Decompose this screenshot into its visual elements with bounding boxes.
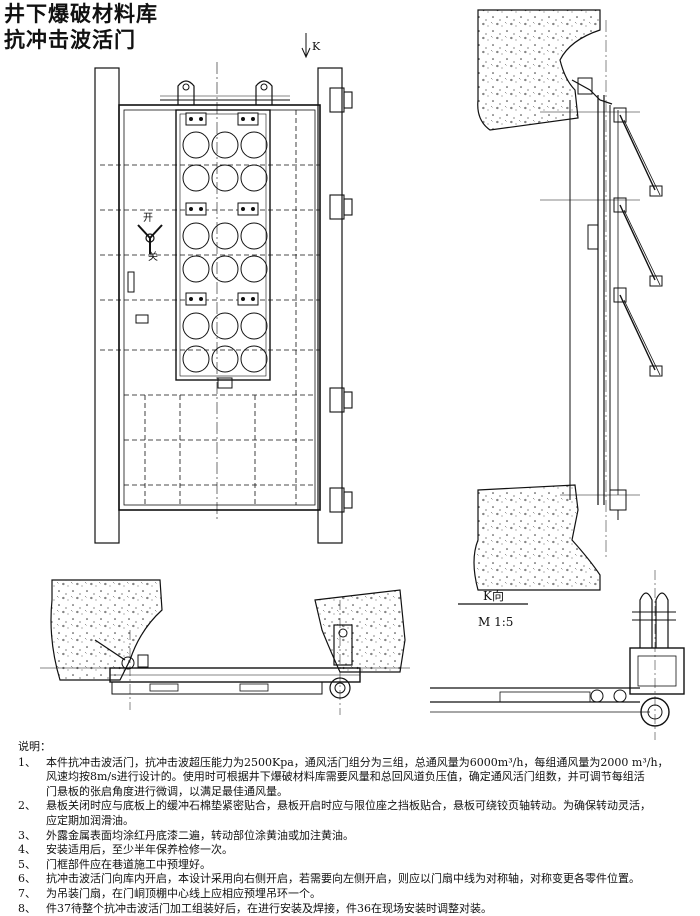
notes-heading: 说明： — [18, 740, 51, 753]
note-item: 7、为吊装门扇，在门峒顶棚中心线上应相应预埋吊环一个。 — [18, 887, 688, 902]
note-number: 6、 — [18, 872, 36, 886]
note-line: 为吊装门扇，在门峒顶棚中心线上应相应预埋吊环一个。 — [46, 886, 321, 900]
notes-list: 1、本件抗冲击波活门，抗冲击波超压能力为2500Kpa，通风活门组分为三组，总通… — [18, 756, 688, 916]
note-item: 5、门框部件应在巷道施工中预埋好。 — [18, 858, 688, 873]
note-number: 8、 — [18, 901, 36, 915]
note-number: 1、 — [18, 755, 36, 769]
rock-wall-upper — [477, 9, 601, 131]
notes-section: 说明： 1、本件抗冲击波活门，抗冲击波超压能力为2500Kpa，通风活门组分为三… — [18, 740, 688, 916]
drawing-title-line1: 井下爆破材料库 — [4, 2, 158, 26]
rock-wall-lower — [473, 484, 601, 591]
note-item: 8、件37待整个抗冲击波活门加工组装好后，在进行安装及焊接，件36在现场安装时调… — [18, 902, 688, 916]
note-line: 本件抗冲击波活门，抗冲击波超压能力为2500Kpa，通风活门组分为三组，总通风量… — [46, 755, 669, 769]
note-line: 抗冲击波活门向库内开启，本设计采用向右侧开启，若需要向左侧开启，则应以门扇中线为… — [46, 872, 640, 886]
right-frame-channel — [317, 67, 343, 544]
note-number: 5、 — [18, 857, 36, 871]
open-label: 开 — [143, 213, 153, 224]
drawing-title-line2: 抗冲击波活门 — [4, 28, 136, 52]
note-line: 门悬板的张启角度进行微调，以满足最佳通风量。 — [46, 784, 288, 798]
note-line: 风速均按8m/s进行设计的。使用时可根据井下爆破材料库需要风量和总回风道负压值，… — [46, 770, 645, 784]
note-line: 门框部件应在巷道施工中预埋好。 — [46, 857, 211, 871]
close-label: 关 — [148, 250, 158, 263]
k-view-detail — [430, 570, 685, 740]
note-line: 外露金属表面均涂红丹底漆二遍，转动部位涂黄油或加注黄油。 — [46, 828, 354, 842]
plan-section-view — [40, 579, 410, 715]
note-line: 安装适用后，至少半年保养检修一次。 — [46, 843, 233, 857]
note-number: 3、 — [18, 828, 36, 842]
note-item: 1、本件抗冲击波活门，抗冲击波超压能力为2500Kpa，通风活门组分为三组，总通… — [18, 756, 688, 800]
note-line: 悬板关闭时应与底板上的缓冲石棉垫紧密贴合，悬板开启时应与限位座之挡板贴合，悬板可… — [46, 799, 651, 813]
door-handle — [137, 224, 163, 254]
k-view-label: K向 — [483, 588, 504, 603]
vent-openings — [182, 131, 268, 373]
note-number: 2、 — [18, 799, 36, 813]
frame-hinges — [329, 87, 353, 513]
door-frame — [118, 104, 321, 511]
note-line: 件37待整个抗冲击波活门加工组装好后，在进行安装及焊接，件36在现场安装时调整对… — [46, 901, 492, 915]
note-line: 应定期加润滑油。 — [46, 813, 134, 827]
vent-panel — [175, 109, 271, 381]
note-number: 4、 — [18, 843, 36, 857]
side-section-view — [473, 9, 663, 591]
scale-label: M 1:5 — [478, 615, 513, 629]
note-item: 2、悬板关闭时应与底板上的缓冲石棉垫紧密贴合，悬板开启时应与限位座之挡板贴合，悬… — [18, 799, 688, 828]
left-frame-channel — [94, 67, 120, 544]
front-elevation-view — [94, 33, 353, 544]
note-item: 6、抗冲击波活门向库内开启，本设计采用向右侧开启，若需要向左侧开启，则应以门扇中… — [18, 872, 688, 887]
note-item: 3、外露金属表面均涂红丹底漆二遍，转动部位涂黄油或加注黄油。 — [18, 829, 688, 844]
engineering-drawing: K 开 关 — [40, 9, 685, 740]
note-item: 4、安装适用后，至少半年保养检修一次。 — [18, 843, 688, 858]
k-direction-marker: K — [312, 40, 321, 53]
note-number: 7、 — [18, 886, 36, 900]
rock-wall-left — [50, 579, 163, 681]
rock-wall-right — [314, 589, 406, 673]
